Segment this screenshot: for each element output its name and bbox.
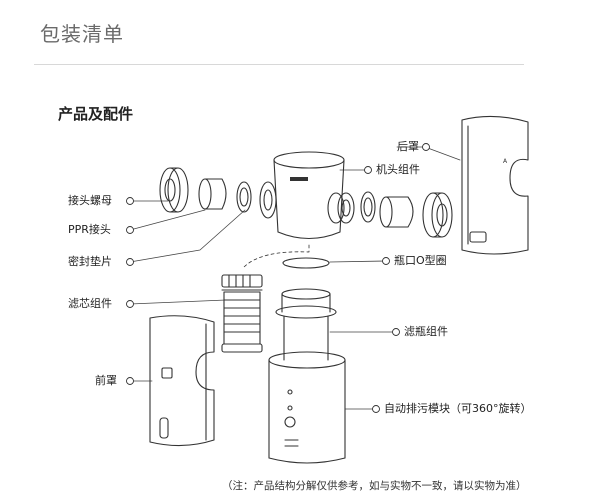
- label-rear-cover: 后罩: [397, 140, 419, 153]
- marker-bottle: [392, 328, 400, 336]
- marker-drain: [372, 405, 380, 413]
- marker-gasket: [126, 258, 134, 266]
- label-o-ring: 瓶口O型圈: [394, 254, 447, 267]
- head-assembly: [273, 151, 355, 239]
- label-filter-assembly: 滤芯组件: [68, 297, 112, 310]
- rear-cover: A: [461, 115, 529, 255]
- marker-filter: [126, 300, 134, 308]
- label-ppr-joint: PPR接头: [68, 223, 111, 236]
- marker-rear: [422, 143, 430, 151]
- section-title: 产品及配件: [58, 105, 134, 123]
- label-markers: [126, 143, 430, 413]
- label-bottle-assembly: 滤瓶组件: [404, 325, 448, 338]
- filter-cartridge: [221, 274, 263, 353]
- drain-module: [268, 351, 346, 464]
- marker-ppr: [126, 226, 134, 234]
- joint-nut-right: [422, 192, 453, 238]
- marker-head: [364, 166, 372, 174]
- front-cover: [149, 315, 215, 447]
- gasket-left: [236, 181, 252, 213]
- ppr-joint-left: [198, 178, 227, 210]
- svg-text:A: A: [503, 158, 508, 165]
- marker-oring: [382, 257, 390, 265]
- assembly-axis: [242, 244, 310, 269]
- label-drain-module: 自动排污模块（可360°旋转）: [384, 402, 532, 415]
- footnote: （注：产品结构分解仅供参考，如与实物不一致，请以实物为准）: [222, 480, 527, 492]
- marker-nut: [126, 197, 134, 205]
- port-ring-left: [259, 181, 277, 219]
- page-title: 包装清单: [40, 22, 124, 46]
- gasket-right: [360, 191, 376, 223]
- label-gasket: 密封垫片: [68, 255, 112, 268]
- label-head-assembly: 机头组件: [376, 163, 420, 176]
- marker-front: [126, 377, 134, 385]
- bottle-assembly: [275, 288, 337, 361]
- joint-nut-left: [159, 167, 189, 213]
- o-ring: [282, 257, 330, 269]
- label-nut: 接头螺母: [68, 194, 112, 207]
- label-front-cover: 前罩: [95, 374, 117, 387]
- ppr-joint-right: [379, 196, 414, 228]
- divider: [34, 64, 524, 65]
